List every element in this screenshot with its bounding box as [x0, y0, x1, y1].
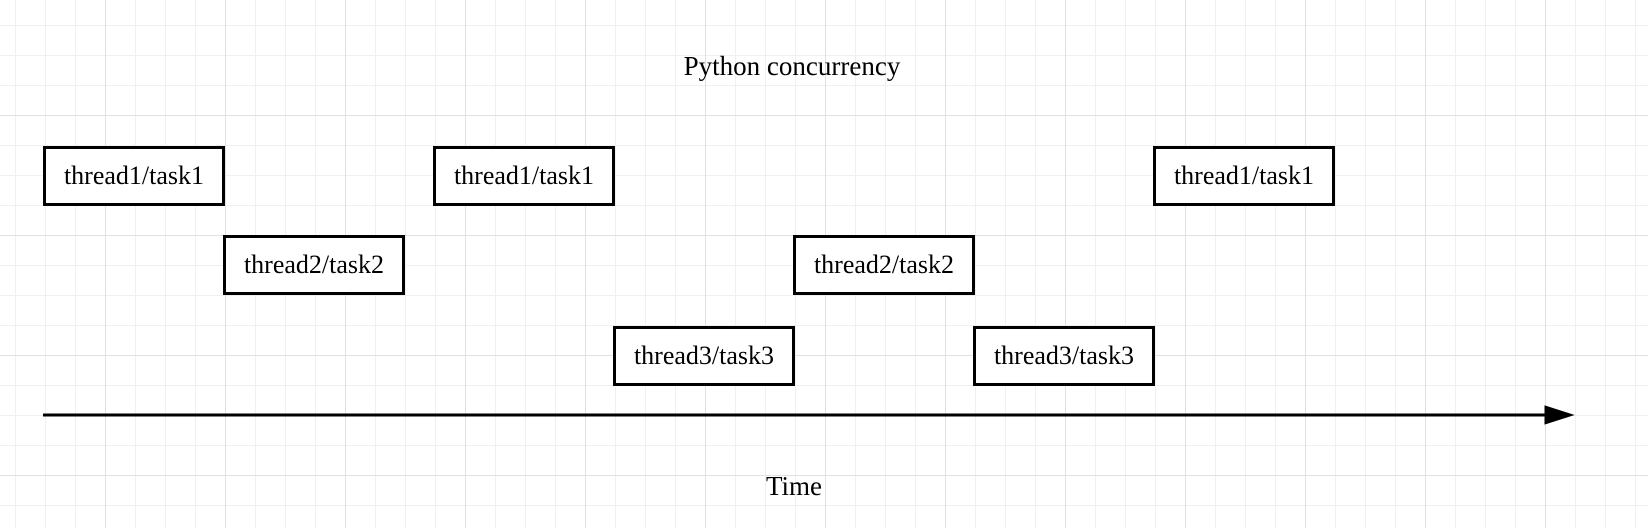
task-box: thread1/task1: [43, 146, 225, 206]
task-box: thread1/task1: [433, 146, 615, 206]
task-box: thread2/task2: [223, 235, 405, 295]
task-box: thread3/task3: [973, 326, 1155, 386]
task-box: thread1/task1: [1153, 146, 1335, 206]
diagram-title: Python concurrency: [683, 51, 901, 81]
time-axis-label: Time: [765, 471, 823, 501]
arrowhead-icon: [1544, 405, 1575, 425]
task-box: thread2/task2: [793, 235, 975, 295]
task-box: thread3/task3: [613, 326, 795, 386]
